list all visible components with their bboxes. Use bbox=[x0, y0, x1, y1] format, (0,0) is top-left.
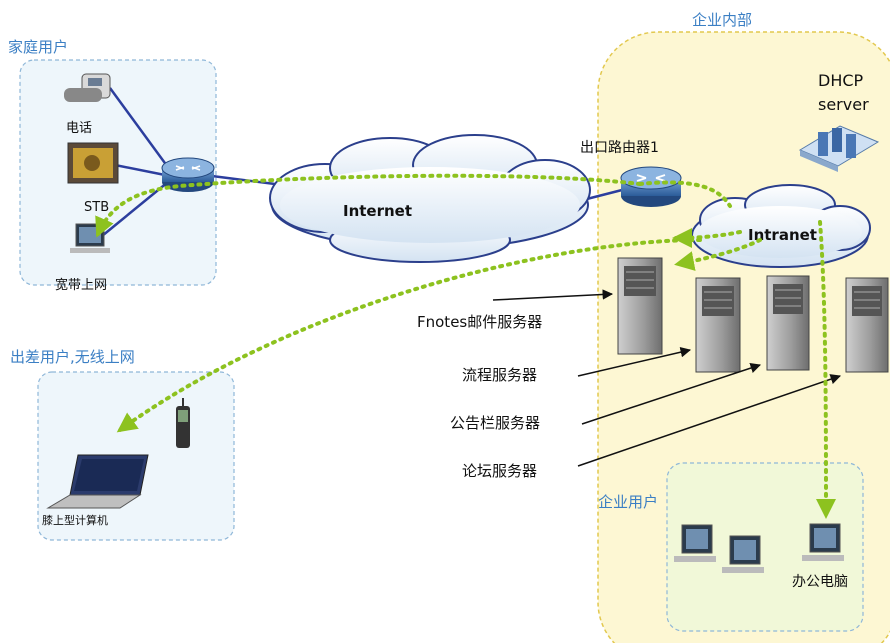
dhcp-server-icon bbox=[798, 125, 880, 172]
flow-paths bbox=[95, 173, 836, 519]
exit-router-icon bbox=[620, 166, 682, 207]
dhcp-label-1: DHCP bbox=[818, 71, 864, 90]
intranet-label: Intranet bbox=[748, 226, 817, 244]
dhcp-label-2: server bbox=[818, 95, 869, 114]
forum-server-label: 论坛服务器 bbox=[462, 462, 537, 480]
office-pc-label: 办公电脑 bbox=[792, 574, 848, 590]
internet-cloud-fill bbox=[280, 167, 580, 243]
phone-label: 电话 bbox=[66, 121, 92, 136]
server-pointer-arrows bbox=[492, 289, 841, 467]
zone-enterprise-users-label: 企业用户 bbox=[598, 493, 658, 511]
forum-server-icon bbox=[845, 277, 889, 373]
mail-server-icon bbox=[617, 257, 663, 355]
zone-home-label: 家庭用户 bbox=[8, 38, 68, 56]
phone-icon bbox=[64, 73, 111, 102]
office-pc-icon-3 bbox=[802, 523, 844, 561]
laptop-label: 膝上型计算机 bbox=[42, 513, 108, 527]
office-pc-icon-1 bbox=[674, 524, 716, 562]
exit-router-label: 出口路由器1 bbox=[580, 140, 659, 156]
laptop-icon bbox=[46, 454, 149, 509]
bulletin-server-icon bbox=[766, 275, 810, 371]
mobile-phone-icon bbox=[176, 398, 190, 448]
workflow-server-icon bbox=[695, 277, 741, 373]
office-pc-icon-2 bbox=[722, 535, 764, 573]
bulletin-server-label: 公告栏服务器 bbox=[450, 414, 540, 432]
broadband-pc-icon bbox=[70, 223, 110, 253]
stb-label: STB bbox=[84, 200, 109, 215]
internet-label: Internet bbox=[343, 202, 412, 220]
broadband-label: 宽带上网 bbox=[55, 277, 107, 293]
zone-enterprise-users bbox=[666, 462, 864, 632]
workflow-server-label: 流程服务器 bbox=[462, 366, 537, 384]
mail-server-label: Fnotes邮件服务器 bbox=[417, 313, 542, 331]
tv-icon bbox=[67, 142, 119, 184]
zone-enterprise-label: 企业内部 bbox=[692, 11, 752, 29]
zone-travel-label: 出差用户,无线上网 bbox=[10, 348, 135, 366]
